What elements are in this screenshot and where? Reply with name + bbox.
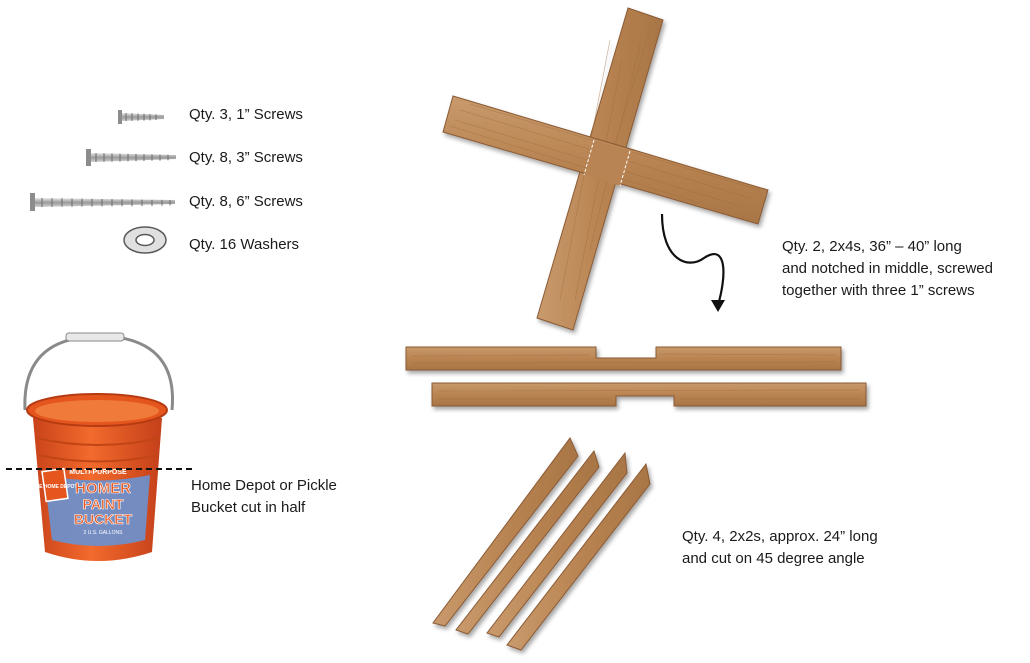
brace-2x2-4 bbox=[506, 462, 651, 651]
notched-board-upper bbox=[405, 346, 842, 371]
brace-2x2-3 bbox=[486, 451, 628, 638]
boards-2x4-line3: together with three 1” screws bbox=[782, 282, 975, 299]
crossed-boards bbox=[442, 7, 769, 331]
bucket-brand-line4: BUCKET bbox=[74, 511, 133, 527]
bucket-label-line2: Bucket cut in half bbox=[191, 499, 306, 516]
brace-2x2-2 bbox=[455, 449, 600, 635]
boards-2x2-line2: and cut on 45 degree angle bbox=[682, 550, 865, 567]
brace-2x2-1 bbox=[432, 437, 579, 627]
boards-2x4-line2: and notched in middle, screwed bbox=[782, 260, 993, 277]
bucket-logo-text: THE HOME DEPOT bbox=[32, 484, 77, 490]
bucket-brand-line2: HOMER bbox=[75, 480, 131, 497]
bucket-brand-line5: 2 U.S. GALLONS bbox=[84, 530, 124, 536]
washers-label: Qty. 16 Washers bbox=[189, 236, 300, 253]
bucket-label-line1: Home Depot or Pickle bbox=[191, 477, 337, 494]
washer-icon bbox=[123, 226, 167, 254]
assembly-arrow bbox=[660, 213, 725, 306]
bucket-illustration: THE HOME DEPOT MULTI-PURPOSE HOMER PAINT… bbox=[23, 332, 174, 561]
screws-1in-label: Qty. 3, 1” Screws bbox=[189, 106, 303, 123]
notched-board-lower bbox=[431, 382, 867, 407]
screws-3in-label: Qty. 8, 3” Screws bbox=[189, 149, 303, 166]
screw-3in-icon bbox=[86, 149, 176, 166]
screws-6in-label: Qty. 8, 6” Screws bbox=[189, 193, 303, 210]
boards-2x4-line1: Qty. 2, 2x4s, 36” – 40” long bbox=[782, 238, 962, 255]
screw-1in-icon bbox=[118, 110, 164, 124]
bucket-brand-line3: PAINT bbox=[83, 496, 124, 512]
screw-6in-icon bbox=[30, 193, 175, 211]
boards-2x2-line1: Qty. 4, 2x2s, approx. 24” long bbox=[682, 528, 878, 545]
assembly-arrowhead-icon bbox=[711, 300, 725, 312]
bucket-brand-line1: MULTI-PURPOSE bbox=[69, 469, 127, 476]
